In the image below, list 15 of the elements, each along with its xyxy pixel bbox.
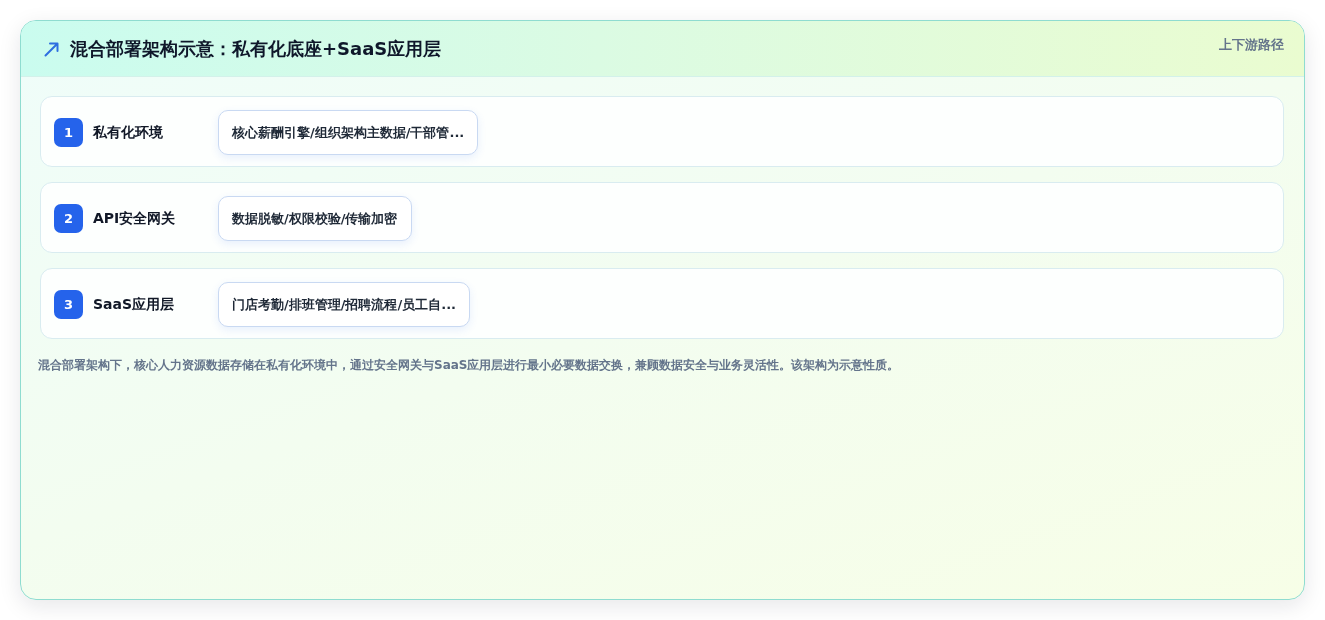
component-tag: 门店考勤/排班管理/招聘流程/员工自... <box>218 282 471 327</box>
layer-name: SaaS应用层 <box>93 295 175 314</box>
step-number-badge: 2 <box>54 204 83 233</box>
step-number-badge: 3 <box>54 290 83 319</box>
caption-text: 混合部署架构下，核心人力资源数据存储在私有化环境中，通过安全网关与SaaS应用层进行最小必要数据交换，兼顾数据安全与业务灵活性。该架构为示意性质。 <box>38 357 901 374</box>
component-tag: 核心薪酬引擎/组织架构主数据/干部管... <box>218 110 479 155</box>
component-tag: 数据脱敏/权限校验/传输加密 <box>218 196 412 241</box>
step-number-badge: 1 <box>54 118 83 147</box>
diagram-title: 混合部署架构示意：私有化底座+SaaS应用层 <box>70 37 442 61</box>
layer-name: 私有化环境 <box>93 123 163 142</box>
layer-band <box>40 182 1284 253</box>
layer-name: API安全网关 <box>93 209 176 228</box>
layer-band <box>40 96 1284 167</box>
header-note: 上下游路径 <box>1219 36 1284 54</box>
layer-band <box>40 268 1284 339</box>
